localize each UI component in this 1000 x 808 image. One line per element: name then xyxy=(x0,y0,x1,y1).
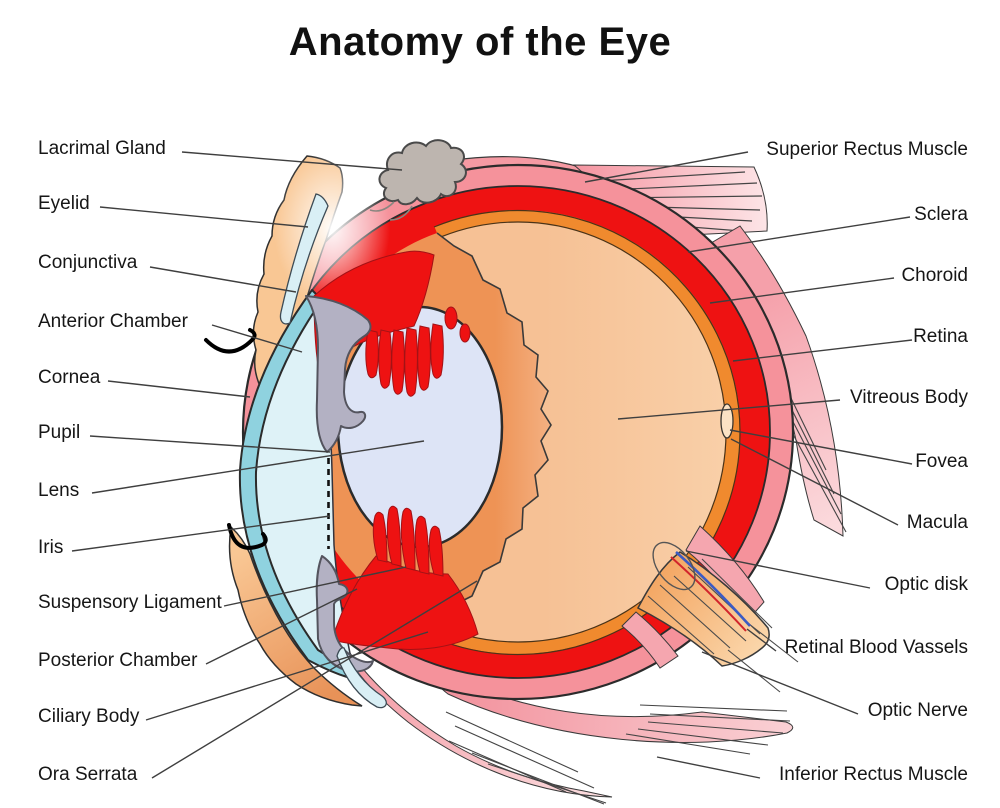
label-optic-disk: Optic disk xyxy=(884,574,968,595)
leader-line xyxy=(151,580,478,779)
optic-disk-shape xyxy=(652,541,696,591)
lower-lid-margin-stroke xyxy=(227,523,268,550)
label-conjunctiva: Conjunctiva xyxy=(38,252,138,273)
leader-line xyxy=(656,756,761,779)
suspensory-ligament-shape xyxy=(365,329,379,379)
leader-lines xyxy=(71,151,913,779)
fovea-shape xyxy=(720,403,734,439)
leader-line xyxy=(584,151,749,183)
gland-wisp xyxy=(369,201,395,212)
sclera-collar-lower xyxy=(621,611,679,669)
label-iris: Iris xyxy=(38,537,64,558)
leader-line xyxy=(617,399,841,420)
leader-line xyxy=(89,435,331,453)
iris-shape xyxy=(305,295,374,673)
upper-lid-margin-stroke xyxy=(204,328,257,354)
suspensory-ligament-shape xyxy=(404,327,418,397)
muscle-striations xyxy=(445,711,607,805)
suspensory-ligament-shape xyxy=(430,323,444,379)
leader-line xyxy=(732,339,913,362)
muscle-striations xyxy=(625,704,791,755)
label-inferior-rectus-muscle: Inferior Rectus Muscle xyxy=(778,764,968,785)
optic-nerve-shape xyxy=(621,525,799,693)
gland-wisp xyxy=(389,205,413,221)
retinal-blood-vessel-red xyxy=(670,556,747,632)
label-eyelid: Eyelid xyxy=(38,193,90,214)
suspensory-ligament-shape xyxy=(400,507,416,571)
leader-line xyxy=(211,324,303,353)
label-pupil: Pupil xyxy=(38,422,81,443)
suspensory-ligament-shape xyxy=(386,505,402,567)
label-retinal-blood-vassels: Retinal Blood Vassels xyxy=(784,637,968,658)
leader-line xyxy=(685,550,871,589)
retina-shape xyxy=(434,210,741,654)
label-vitreous-body: Vitreous Body xyxy=(850,387,968,408)
leader-line xyxy=(149,266,297,293)
label-superior-rectus-muscle: Superior Rectus Muscle xyxy=(766,139,968,160)
label-sclera: Sclera xyxy=(914,204,968,225)
label-ora-serrata: Ora Serrata xyxy=(38,764,138,785)
suspensory-ligament-shape xyxy=(417,325,431,391)
leader-line xyxy=(709,277,895,304)
leader-line xyxy=(107,380,251,398)
label-anterior-chamber: Anterior Chamber xyxy=(38,311,188,332)
leader-line xyxy=(91,440,425,494)
label-macula: Macula xyxy=(906,512,968,533)
ora-serrata-zigzag xyxy=(436,232,552,630)
suspensory-ligament-shape xyxy=(391,329,405,395)
retinal-blood-vessel-blue xyxy=(675,551,751,627)
label-fovea: Fovea xyxy=(915,451,968,472)
label-ciliary-body: Ciliary Body xyxy=(38,706,140,727)
conjunctiva-lower-shape xyxy=(336,647,387,709)
leader-line xyxy=(687,216,911,253)
suspensory-ligament-shape xyxy=(372,511,388,563)
suspensory-ligament-shape xyxy=(428,525,444,577)
leader-line xyxy=(730,438,899,526)
label-suspensory-ligament: Suspensory Ligament xyxy=(38,592,222,613)
label-lacrimal-gland: Lacrimal Gland xyxy=(38,138,166,159)
leader-line xyxy=(746,628,777,652)
label-lens: Lens xyxy=(38,480,80,501)
leader-line xyxy=(145,631,429,721)
label-cornea: Cornea xyxy=(38,367,101,388)
suspensory-ligament-shape xyxy=(414,515,430,575)
leader-line xyxy=(701,651,859,715)
label-optic-nerve: Optic Nerve xyxy=(867,700,968,721)
inferior-oblique-muscle-shape xyxy=(315,596,613,805)
inferior-rectus-muscle-shape xyxy=(427,665,794,755)
label-retina: Retina xyxy=(913,326,968,347)
leader-line xyxy=(205,588,358,665)
leader-line xyxy=(181,151,403,171)
label-choroid: Choroid xyxy=(901,265,968,286)
leader-line xyxy=(223,566,407,607)
page-title: Anatomy of the Eye xyxy=(288,20,672,64)
label-posterior-chamber: Posterior Chamber xyxy=(38,650,198,671)
lacrimal-gland-shape xyxy=(369,139,467,221)
leader-line xyxy=(99,206,309,228)
leader-line xyxy=(729,429,913,465)
sclera-collar-upper xyxy=(685,525,765,621)
suspensory-ligament-shape xyxy=(378,329,392,389)
leader-line xyxy=(71,515,331,552)
